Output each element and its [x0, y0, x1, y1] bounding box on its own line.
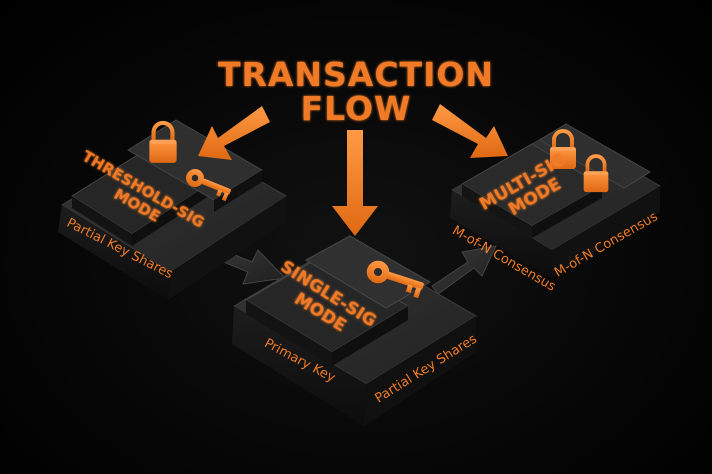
single-to-multi-arrow — [431, 245, 497, 295]
title-line-2: FLOW — [301, 89, 412, 128]
title-line-1: TRANSACTION — [218, 55, 494, 94]
arrow-to-threshold — [198, 106, 270, 160]
arrow-to-single — [332, 130, 378, 236]
arrow-to-multi — [432, 104, 508, 158]
single-sig-block: SINGLE-SIG MODE Primary Key Partial Key … — [232, 235, 480, 426]
